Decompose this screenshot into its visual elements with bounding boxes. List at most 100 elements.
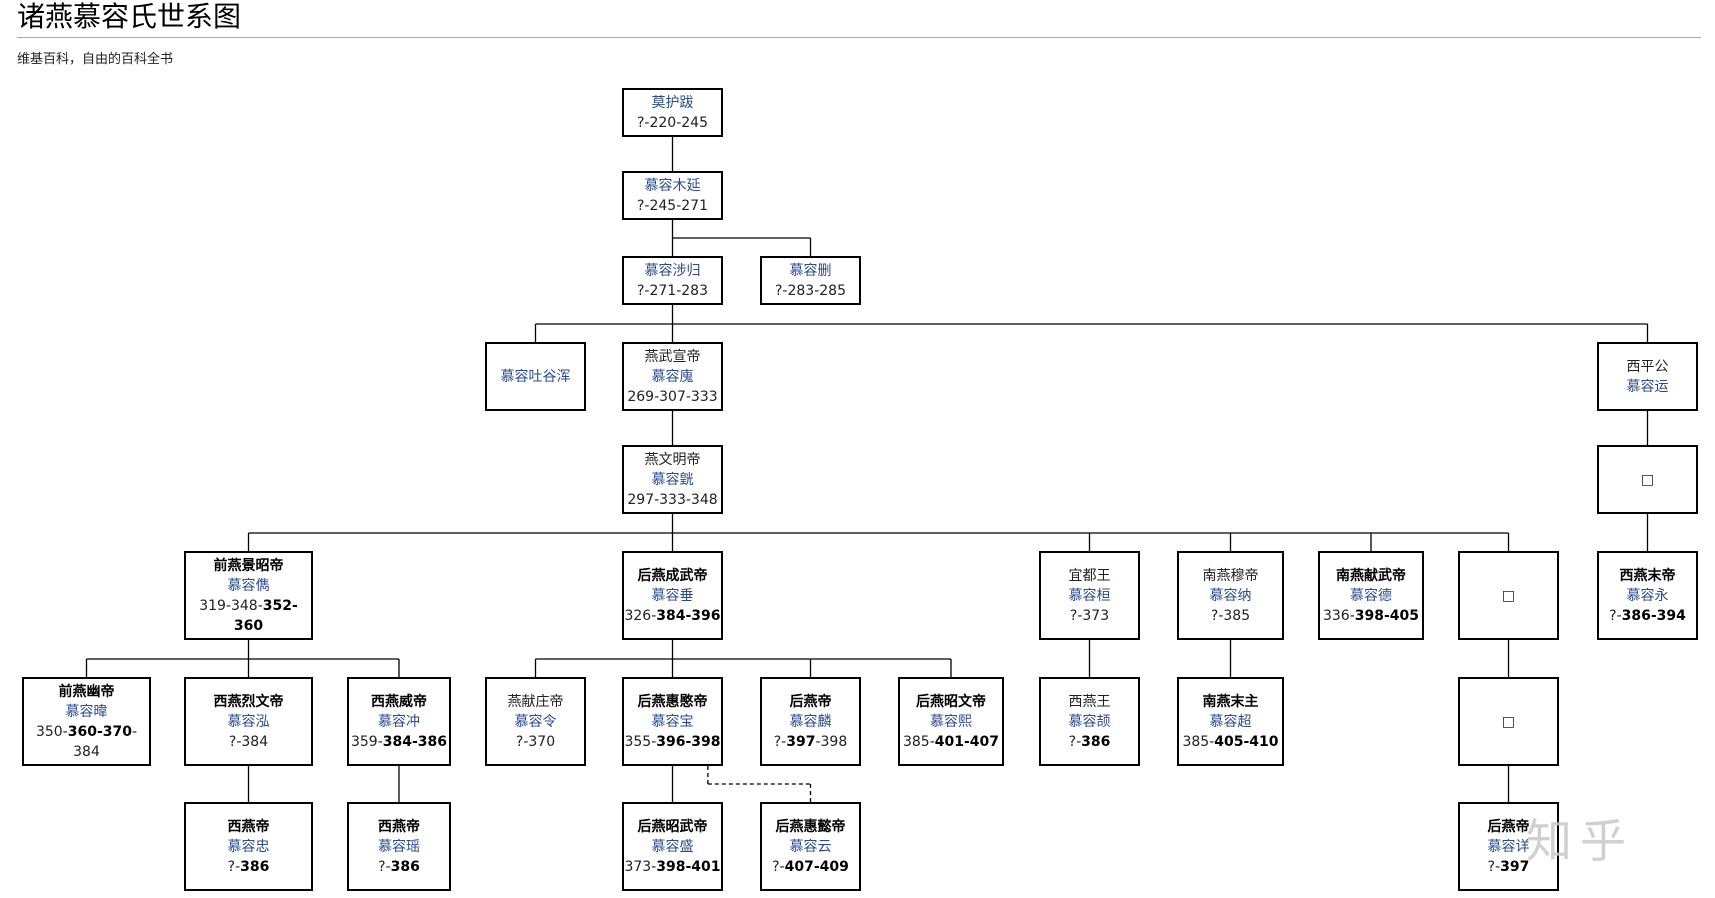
person-name-link[interactable]: 慕容盛 (651, 838, 694, 855)
person-years: 359-384-386 (351, 732, 447, 752)
person-name-link[interactable]: 慕容吐谷浑 (500, 368, 571, 385)
person-years: 373-398-401 (624, 857, 720, 877)
person-title: 燕献庄帝 (507, 693, 564, 710)
person-years: ?-386 (228, 857, 270, 877)
person-box-yong: 西燕末帝慕容永 ?-386-394 (1597, 551, 1698, 640)
person-box-yao: 西燕帝慕容瑶 ?-386 (347, 802, 451, 891)
page-subtitle: 维基百科，自由的百科全书 (17, 52, 174, 67)
person-name-link[interactable]: 慕容儁 (227, 577, 270, 594)
life-years: 297-333-348 (627, 491, 718, 508)
person-title: 南燕末主 (1202, 693, 1259, 710)
person-name-link[interactable]: 慕容桓 (1068, 587, 1111, 604)
person-years: ?-271-283 (637, 281, 708, 301)
life-years: ?-271-283 (637, 282, 708, 299)
person-name-link[interactable]: 慕容德 (1350, 587, 1392, 604)
person-box-muyan: 慕容木延 ?-245-271 (622, 171, 723, 220)
person-title: 西燕威帝 (371, 693, 427, 710)
person-name-link[interactable]: 慕容删 (789, 262, 832, 279)
person-name-link[interactable]: 慕容宝 (651, 713, 694, 730)
person-name-link[interactable]: 慕容超 (1209, 713, 1252, 730)
life-years: 269-307-333 (627, 388, 718, 405)
person-title: 南燕穆帝 (1202, 567, 1259, 584)
reign-years: 397 (786, 733, 816, 750)
person-name-link[interactable]: 慕容瑶 (378, 838, 420, 855)
person-box-huan: 宜都王慕容桓?-373 (1039, 551, 1140, 640)
person-years: 385-401-407 (903, 732, 999, 752)
person-title: 后燕帝 (1487, 818, 1530, 835)
reign-years: 397 (1500, 858, 1530, 875)
person-years: ?-397 (1488, 857, 1530, 877)
person-years: 385-405-410 (1182, 732, 1278, 752)
life-years: ?-385 (1210, 607, 1251, 624)
person-box-hong: 西燕烈文帝慕容泓 ?-384 (184, 677, 313, 766)
person-title: 西燕烈文帝 (213, 693, 284, 710)
life-years: 385- (1182, 733, 1215, 750)
person-box-tuyuhun: 慕容吐谷浑 (485, 342, 586, 411)
person-name-link[interactable]: 慕容颉 (1068, 713, 1111, 730)
person-box-unk3: □ (1458, 677, 1559, 766)
person-years: ?-245-271 (637, 196, 708, 216)
person-name-link[interactable]: 慕容永 (1626, 587, 1669, 604)
reign-years: 384-396 (656, 607, 721, 624)
person-box-unk2: □ (1458, 551, 1559, 640)
life-years: 336- (1322, 607, 1355, 624)
person-years: ?-386 (378, 857, 420, 877)
person-box-wang: 西燕王慕容颉?-386 (1039, 677, 1140, 766)
life-years: -398 (815, 733, 848, 750)
person-years: ?-386 (1069, 732, 1111, 752)
person-name-link[interactable]: 慕容涉归 (644, 262, 701, 279)
life-years: ?- (1068, 733, 1082, 750)
person-years: ?-370 (516, 732, 555, 752)
person-title: 西燕末帝 (1619, 567, 1676, 584)
person-years: ?-386-394 (1609, 606, 1686, 626)
person-name-link[interactable]: 慕容廆 (651, 368, 694, 385)
life-years: ?- (773, 733, 787, 750)
reign-years: 398-405 (1354, 607, 1420, 624)
person-title: 西燕帝 (227, 818, 270, 835)
person-box-yun: 西平公慕容运 (1597, 342, 1698, 411)
person-name-link[interactable]: 慕容泓 (227, 713, 270, 730)
person-box-sheng: 后燕昭武帝慕容盛 373-398-401 (622, 802, 723, 891)
person-name-link[interactable]: 莫护跋 (651, 94, 694, 111)
person-name-link[interactable]: 慕容熙 (930, 713, 972, 730)
title-divider (17, 37, 1701, 38)
reign-years: 405-410 (1214, 733, 1279, 750)
person-name-link[interactable]: 慕容垂 (651, 587, 694, 604)
person-name-link[interactable]: 慕容令 (514, 713, 557, 730)
reign-years: 386 (390, 858, 420, 875)
person-name-link[interactable]: 慕容木延 (644, 177, 701, 194)
person-title: 西燕帝 (378, 818, 420, 835)
person-name-link[interactable]: 慕容详 (1487, 838, 1530, 855)
reign-years: 407-409 (784, 858, 849, 875)
reign-years: 386-394 (1621, 607, 1686, 624)
life-years: ?- (772, 858, 785, 875)
person-name-link[interactable]: 慕容忠 (227, 838, 270, 855)
person-years: ?-384 (229, 732, 268, 752)
person-title: 南燕献武帝 (1336, 567, 1406, 584)
person-name-link[interactable]: 慕容运 (1626, 378, 1669, 395)
life-years: ?-370 (515, 733, 556, 750)
person-title: 前燕幽帝 (58, 683, 115, 700)
life-years: ?- (378, 858, 391, 875)
person-title: 后燕昭武帝 (637, 818, 708, 835)
life-years: 326- (624, 607, 657, 624)
person-name-link[interactable]: 慕容麟 (789, 713, 832, 730)
person-name-link[interactable]: 慕容皝 (651, 471, 694, 488)
person-title: 后燕昭文帝 (916, 693, 986, 710)
person-box-chui: 后燕成武帝慕容垂 326-384-396 (622, 551, 723, 640)
person-name-link[interactable]: 慕容云 (789, 838, 832, 855)
unknown-person-mark: □ (1640, 471, 1655, 488)
reign-years: 384-386 (382, 733, 448, 750)
person-name-link[interactable]: 慕容纳 (1209, 587, 1252, 604)
person-name-link[interactable]: 慕容冲 (378, 713, 420, 730)
life-years: 359- (350, 733, 383, 750)
person-box-chong: 西燕威帝慕容冲 359-384-386 (347, 677, 451, 766)
person-title: 后燕成武帝 (637, 567, 708, 584)
person-title: 前燕景昭帝 (213, 557, 284, 574)
person-box-lin: 后燕帝慕容麟?-397-398 (760, 677, 861, 766)
reign-years: 360-370 (67, 723, 132, 740)
person-name-link[interactable]: 慕容暐 (65, 703, 108, 720)
